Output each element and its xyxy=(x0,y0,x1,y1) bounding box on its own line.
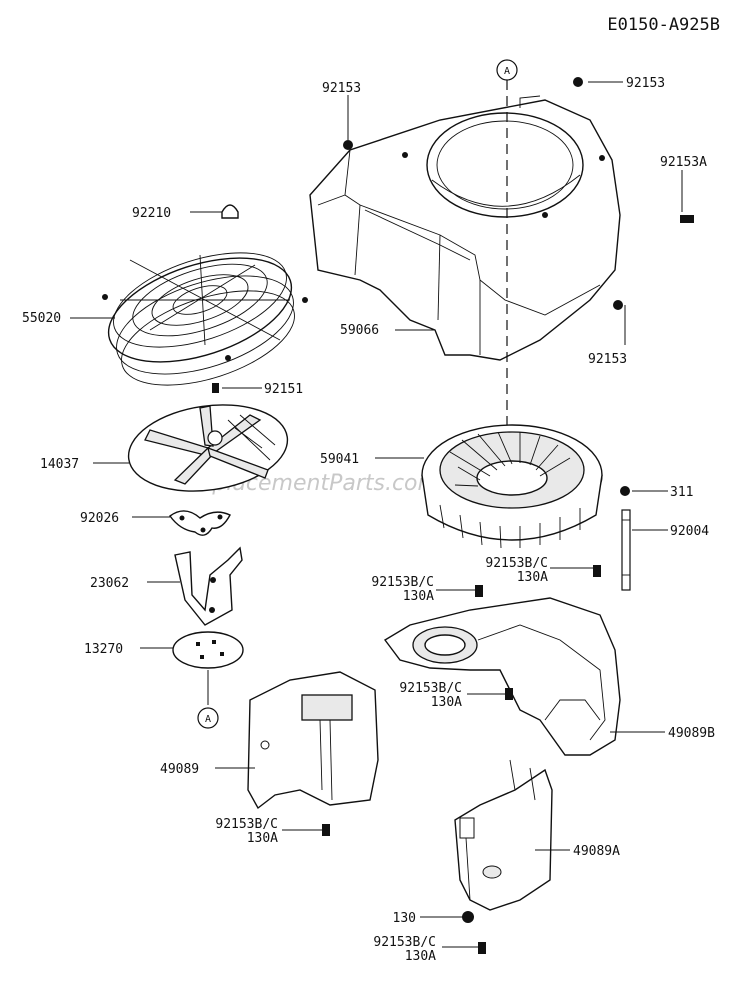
bolt-92153-top-right[interactable] xyxy=(573,77,583,87)
stud-92004[interactable] xyxy=(621,509,631,591)
label-130A-a: 130A xyxy=(517,570,548,585)
label-49089: 49089 xyxy=(160,762,199,777)
bolt-92153BC-b[interactable] xyxy=(475,585,483,597)
label-130: 130 xyxy=(393,911,416,926)
bolt-92153-right-mid[interactable] xyxy=(613,300,623,310)
label-92153BC-e: 92153B/C xyxy=(373,935,436,950)
label-130A-b: 130A xyxy=(403,589,434,604)
nut-92210[interactable] xyxy=(221,204,239,219)
label-311: 311 xyxy=(670,485,693,500)
leader-lines xyxy=(70,81,683,948)
label-13270: 13270 xyxy=(84,642,123,657)
bolt-92153BC-d[interactable] xyxy=(322,824,330,836)
label-59066: 59066 xyxy=(340,323,379,338)
bolt-130[interactable] xyxy=(462,911,474,923)
label-130A-c: 130A xyxy=(431,695,462,710)
bolt-92151[interactable] xyxy=(212,383,219,393)
callout-a-top xyxy=(496,59,518,81)
blower-housing[interactable] xyxy=(309,95,621,361)
label-92153-right-mid: 92153 xyxy=(588,352,627,367)
label-55020: 55020 xyxy=(22,311,61,326)
bolt-92153-top-left[interactable] xyxy=(343,140,353,150)
label-92153BC-d: 92153B/C xyxy=(215,817,278,832)
label-23062: 23062 xyxy=(90,576,129,591)
label-92210: 92210 xyxy=(132,206,171,221)
label-92153-top-right: 92153 xyxy=(626,76,665,91)
cooling-fan[interactable] xyxy=(123,395,293,500)
bolt-92153BC-c[interactable] xyxy=(505,688,513,700)
baffle-49089[interactable] xyxy=(247,671,379,810)
callout-a-top-label: A xyxy=(504,66,510,77)
label-92004: 92004 xyxy=(670,524,709,539)
bracket-23062[interactable] xyxy=(174,546,243,626)
label-92151: 92151 xyxy=(264,382,303,397)
flywheel[interactable] xyxy=(421,424,603,549)
label-92153BC-a: 92153B/C xyxy=(485,556,548,571)
label-92026: 92026 xyxy=(80,511,119,526)
bolt-92153BC-e[interactable] xyxy=(478,942,486,954)
label-49089B: 49089B xyxy=(668,726,715,741)
bolt-92153A[interactable] xyxy=(680,215,694,223)
fan-screen-guard[interactable] xyxy=(96,234,308,404)
cap-311[interactable] xyxy=(620,486,630,496)
label-14037: 14037 xyxy=(40,457,79,472)
callout-a-bottom-label: A xyxy=(205,714,211,725)
plate-13270[interactable] xyxy=(172,631,244,669)
washer-92026[interactable] xyxy=(169,510,231,536)
label-92153A: 92153A xyxy=(660,155,707,170)
label-59041: 59041 xyxy=(320,452,359,467)
diagram-id: E0150-A925B xyxy=(607,15,720,35)
label-92153-top-left: 92153 xyxy=(322,81,361,96)
label-130A-e: 130A xyxy=(405,949,436,964)
label-92153BC-c: 92153B/C xyxy=(399,681,462,696)
callout-a-bottom xyxy=(197,707,219,729)
label-92153BC-b: 92153B/C xyxy=(371,575,434,590)
label-130A-d: 130A xyxy=(247,831,278,846)
baffle-49089A[interactable] xyxy=(454,759,553,911)
label-49089A: 49089A xyxy=(573,844,620,859)
bolt-92153BC-a[interactable] xyxy=(593,565,601,577)
baffle-49089B[interactable] xyxy=(383,597,621,756)
